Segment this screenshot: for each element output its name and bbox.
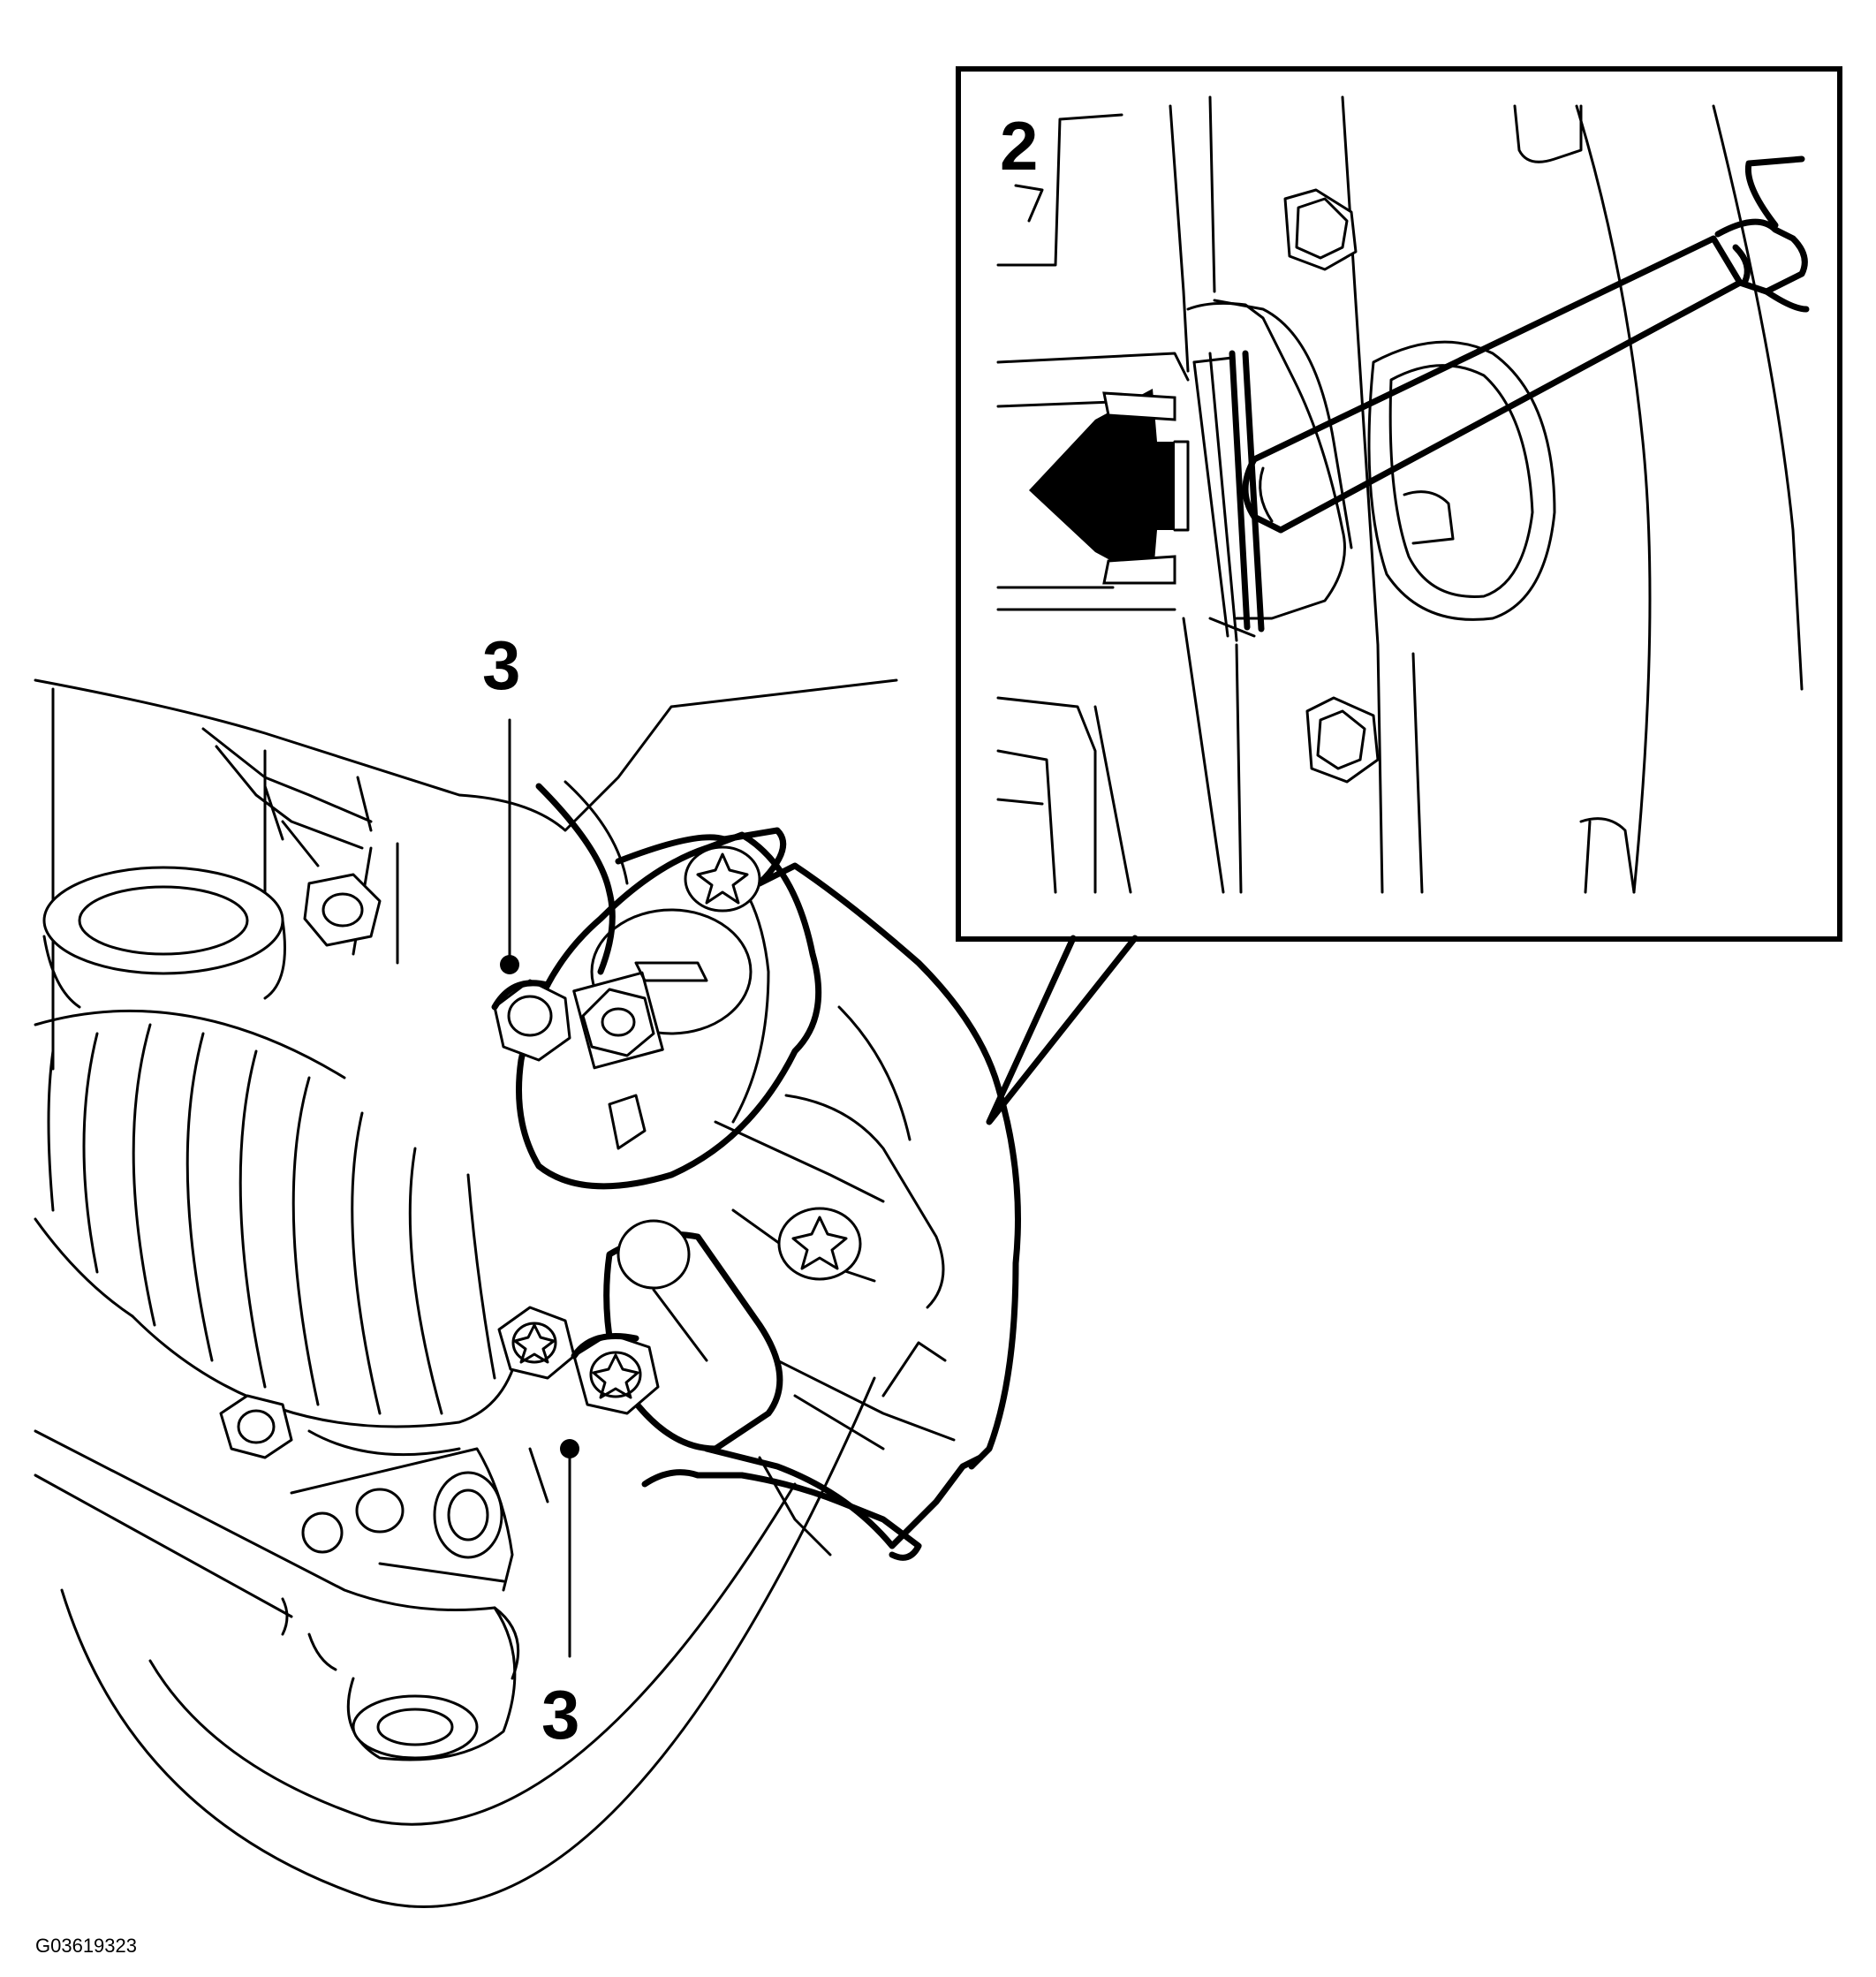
bracket-bolt-lower [497, 1306, 660, 1415]
caliper-guide-bolt-lower [777, 1207, 862, 1281]
leader-dot-lower [560, 1439, 579, 1458]
brake-disc [60, 1376, 876, 1908]
brake-caliper [516, 827, 1021, 1561]
screwdriver-icon [1242, 155, 1810, 534]
sensor-cable [535, 783, 616, 975]
callout-3-lower: 3 [541, 1676, 579, 1754]
tie-rod [201, 727, 399, 965]
caliper-guide-bolt-upper [684, 845, 761, 913]
control-arm [34, 1429, 520, 1761]
direction-arrow [1029, 389, 1190, 585]
bracket-bolt-upper [491, 979, 571, 1062]
sensor-cable-2 [564, 780, 629, 885]
figure-id: G03619323 [35, 1935, 137, 1957]
brake-line-fitting [572, 908, 753, 1150]
callout-2: 2 [1000, 107, 1038, 185]
drive-shaft-boot [34, 1009, 523, 1457]
knuckle-bolts [219, 1394, 549, 1592]
axle-tube [42, 866, 286, 1009]
leader-dot-upper [500, 955, 519, 974]
detail-inset [956, 66, 1842, 1125]
callout-3-upper: 3 [482, 626, 520, 704]
